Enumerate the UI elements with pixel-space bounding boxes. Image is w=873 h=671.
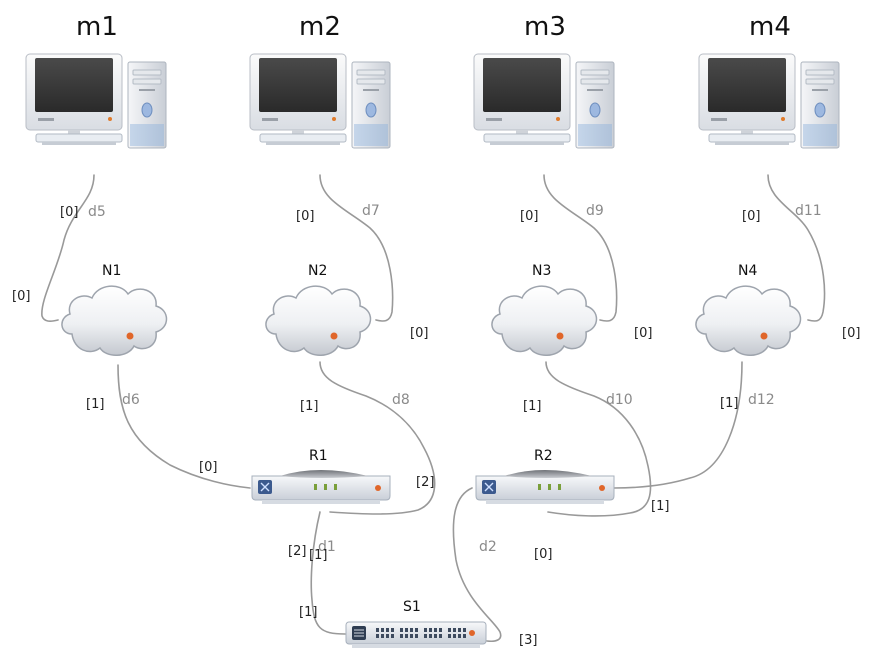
link-label-d6: d6 [122, 392, 140, 408]
wire-d5 [41, 174, 95, 322]
port-label-r1-d8: [2] [416, 475, 435, 490]
port-label-s1-d2: [3] [519, 633, 538, 648]
switch-icon [345, 621, 487, 648]
link-label-d11: d11 [795, 203, 822, 219]
link-label-d2: d2 [479, 539, 497, 555]
port-label-r2-d12: [0] [534, 547, 553, 562]
cloud-hub-icon-1 [61, 285, 168, 356]
port-label-n3-d9: [0] [634, 326, 653, 341]
wire-d12 [613, 361, 743, 489]
port-label-r1-d1: [2] [288, 544, 307, 559]
machine-label-m3: m3 [524, 12, 566, 42]
port-label-n1-d6: [1] [86, 397, 105, 412]
computer-icon-1 [25, 53, 167, 149]
cloud-hub-icon-2 [265, 285, 372, 356]
machine-label-m4: m4 [749, 12, 791, 42]
router-label-r2: R2 [534, 448, 553, 464]
hub-label-n4: N4 [738, 263, 758, 279]
port-label-m3-d9: [0] [520, 209, 539, 224]
computer-icon-2 [249, 53, 391, 149]
router-icon-2 [475, 470, 615, 504]
port-label-n4-d12: [1] [720, 396, 739, 411]
wire-d1 [310, 511, 346, 635]
port-label-r2-d10: [1] [651, 499, 670, 514]
port-label-r1-d6: [0] [199, 460, 218, 475]
hub-label-n2: N2 [308, 263, 328, 279]
wire-d2 [452, 487, 502, 643]
port-label-m2-d7: [0] [296, 209, 315, 224]
port-label-n2-d7: [0] [410, 326, 429, 341]
link-label-d10: d10 [606, 392, 633, 408]
wire-d8 [319, 361, 436, 515]
hub-label-n1: N1 [102, 263, 122, 279]
switch-label-s1: S1 [403, 599, 421, 615]
port-label-n1-d5: [0] [12, 289, 31, 304]
cloud-hub-icon-4 [695, 285, 802, 356]
port-label-n2-d8: [1] [300, 399, 319, 414]
link-label-d5: d5 [88, 204, 106, 220]
wire-d10 [545, 361, 652, 517]
hub-label-n3: N3 [532, 263, 552, 279]
link-label-d9: d9 [586, 203, 604, 219]
port-label-m1-d5: [0] [60, 205, 79, 220]
wire-d6 [117, 364, 251, 489]
link-label-d8: d8 [392, 392, 410, 408]
port-label-n3-d10: [1] [523, 399, 542, 414]
computer-icon-4 [698, 53, 840, 149]
port-label-m4-d11: [0] [742, 209, 761, 224]
port-label-r1-s1-overlap: [1] [309, 548, 328, 563]
link-label-d12: d12 [748, 392, 775, 408]
port-label-s1-d1: [1] [299, 605, 318, 620]
wire-d11 [767, 174, 826, 322]
computer-icon-3 [473, 53, 615, 149]
cloud-hub-icon-3 [491, 285, 598, 356]
wire-d9 [543, 174, 618, 322]
wire-d7 [319, 174, 394, 322]
link-label-d1: d1 [318, 539, 336, 555]
port-label-n4-d11: [0] [842, 326, 861, 341]
router-icon-1 [251, 470, 391, 504]
machine-label-m1: m1 [76, 12, 118, 42]
machine-label-m2: m2 [299, 12, 341, 42]
link-label-d7: d7 [362, 203, 380, 219]
router-label-r1: R1 [309, 448, 328, 464]
